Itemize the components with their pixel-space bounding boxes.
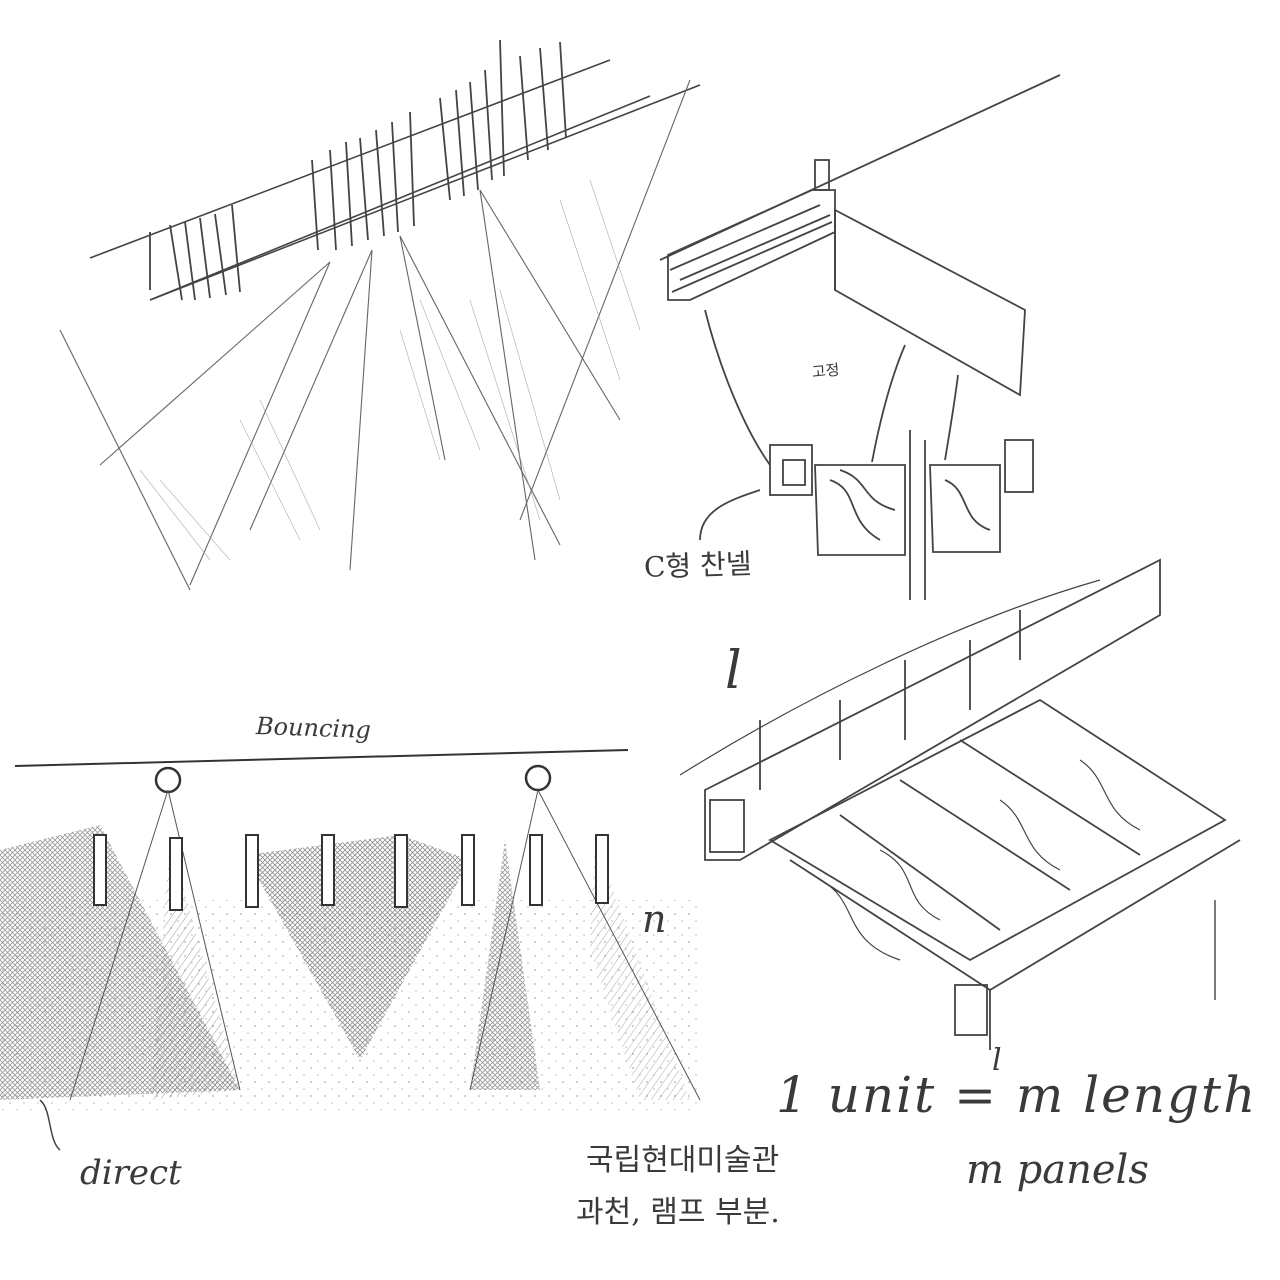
c-channel-label: C형 찬넬 bbox=[643, 547, 753, 584]
caption-line-2: 과천, 램프 부분. bbox=[576, 1195, 780, 1230]
ceiling-rail-sketch bbox=[59, 39, 701, 591]
unit-formula: 1 unit = m length bbox=[776, 1066, 1258, 1124]
fix-label: 고정 bbox=[811, 360, 841, 382]
caption-line-1: 국립현대미술관 bbox=[586, 1143, 780, 1178]
n-label: n bbox=[642, 897, 667, 941]
unit-superscript: l bbox=[992, 1043, 1002, 1078]
l-label: l bbox=[725, 641, 742, 701]
unit-isometric bbox=[679, 558, 1241, 1050]
lighting-section bbox=[0, 749, 701, 1151]
bouncing-label: Bouncing bbox=[255, 712, 372, 744]
c-channel-detail bbox=[659, 74, 1061, 600]
direct-label: direct bbox=[80, 1153, 182, 1193]
panels-formula: m panels bbox=[966, 1147, 1149, 1193]
